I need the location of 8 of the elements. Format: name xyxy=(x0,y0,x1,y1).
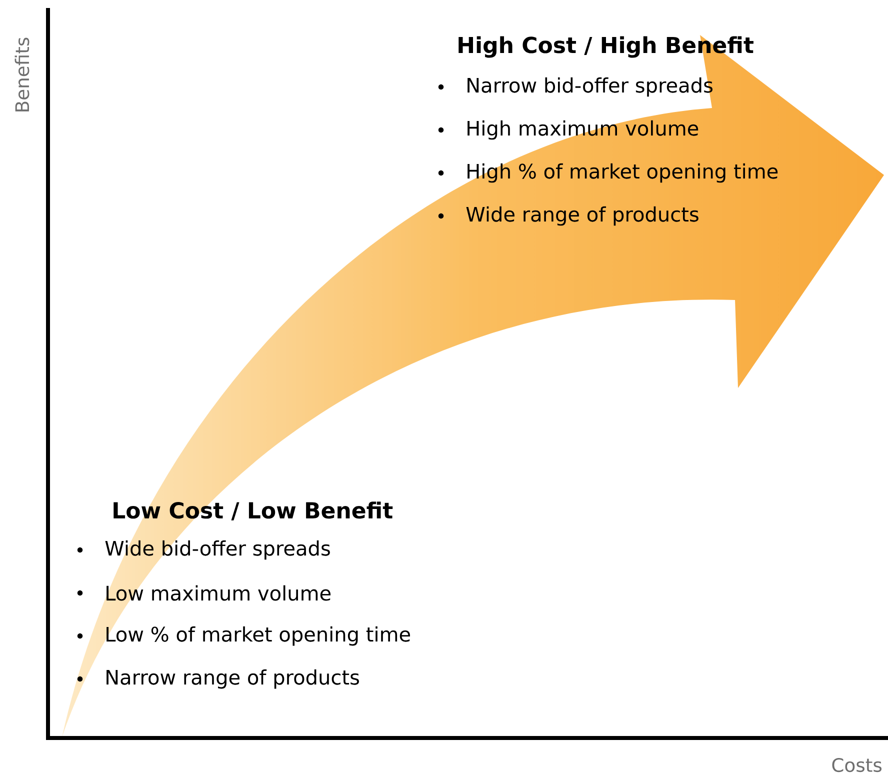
bullet-text: Narrow range of products xyxy=(106,669,359,689)
group-heading: Low Cost / Low Benefit xyxy=(114,502,393,520)
bullet-text: Wide range of products xyxy=(466,206,698,226)
bullet-text: Wide bid-offer spreads xyxy=(105,540,330,560)
bullet-text: Low maximum volume xyxy=(106,585,331,601)
axis-label: Costs xyxy=(832,758,882,772)
bullet-text: Low % of market opening time xyxy=(106,626,410,646)
axis-label: Benefits xyxy=(14,38,30,112)
